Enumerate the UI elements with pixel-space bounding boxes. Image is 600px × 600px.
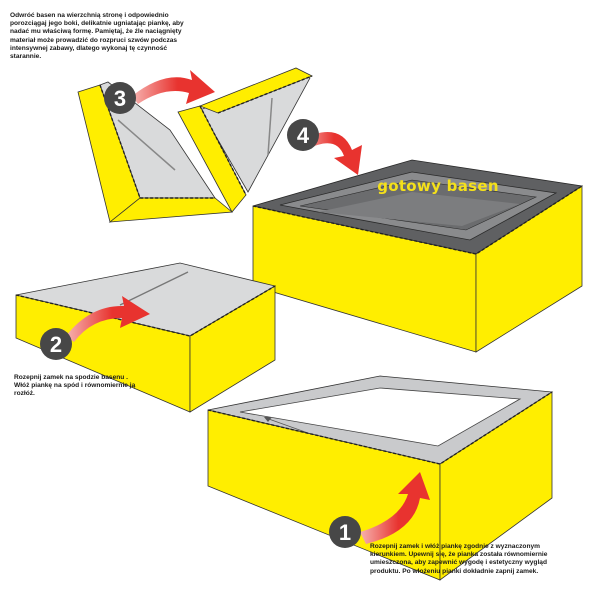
step3-badge: 3 xyxy=(104,82,136,114)
step3-instruction: Odwróć basen na wierzchnią stronę i odpo… xyxy=(10,12,184,61)
right-wall-panel xyxy=(177,67,313,213)
step1-arrow xyxy=(360,472,430,544)
svg-text:2: 2 xyxy=(50,332,62,357)
finished-pool-label: gotowy basen xyxy=(377,177,499,195)
step1-instruction: Rozepnij zamek i włóż piankę zgodnie z w… xyxy=(370,543,548,575)
svg-text:3: 3 xyxy=(114,86,126,111)
step4-badge: 4 xyxy=(287,119,319,151)
step2-badge: 2 xyxy=(40,328,72,360)
step2-instruction: Rozepnij zamek na spodzie basenu . Włóż … xyxy=(14,374,136,398)
svg-text:4: 4 xyxy=(297,123,310,148)
step2-arrow xyxy=(66,296,150,342)
step3-illustration: 3 xyxy=(77,67,313,223)
step3-arrow xyxy=(132,70,215,104)
step1-illustration: 1 xyxy=(207,375,554,581)
step1-badge: 1 xyxy=(329,516,361,548)
step4-finished-pool: gotowy basen 4 xyxy=(252,119,584,353)
step2-illustration: 2 xyxy=(15,262,277,413)
svg-text:1: 1 xyxy=(339,520,351,545)
